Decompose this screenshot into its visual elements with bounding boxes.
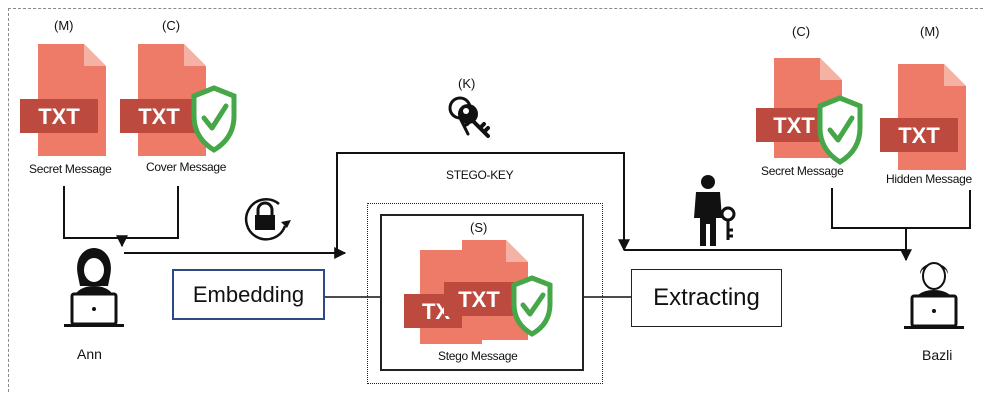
lock-rotate-icon [244,198,291,241]
right-secret-line [831,188,907,250]
file-text: TXT [458,287,500,312]
woman-laptop-icon [64,248,124,327]
cover-message-left-tag: (C) [162,18,181,33]
stego-message-label: Stego Message [438,349,518,363]
right-hidden-line [906,190,971,229]
to-receiver-arrow [624,249,912,262]
file-text: TXT [38,104,80,129]
file-text: TXT [138,104,180,129]
person-with-key-icon [694,175,736,246]
stego-outer-box [367,203,603,384]
extracting-process: Extracting [631,269,782,327]
secret-message-right-tag: (C) [792,24,811,39]
embedding-process: Embedding [172,269,325,320]
stego-key-line [336,152,630,253]
txt-file-icon: TXT [20,44,106,156]
txt-file-icon: TXT [444,240,528,340]
file-text: TXT [773,113,815,138]
keys-icon [448,96,490,138]
shield-check-icon [191,85,237,153]
txt-file-icon: TXT [880,64,966,170]
hidden-message-right-label: Hidden Message [886,172,972,186]
hidden-message-right-tag: (M) [920,24,940,39]
stego-key-label: STEGO-KEY [446,168,514,182]
secret-message-left-tag: (M) [54,18,74,33]
stego-tag: (S) [470,220,488,235]
stego-inner-box [380,214,584,371]
receiver-name: Bazli [922,347,953,363]
shield-check-icon [817,95,863,165]
stego-key-tag: (K) [458,76,476,91]
sender-name: Ann [77,346,102,362]
txt-file-icon: TXT [120,44,237,156]
cover-message-left-label: Cover Message [146,160,227,174]
secret-message-right-label: Secret Message [761,164,844,178]
cover-to-merge-line [122,186,179,239]
txt-file-icon: TXT [756,58,863,165]
shield-check-icon [511,275,553,337]
extracting-label: Extracting [653,284,760,311]
embedding-label: Embedding [192,281,305,307]
secret-message-left-label: Secret Message [29,162,112,176]
file-text: TXT [898,123,940,148]
secret-to-merge-line [63,186,128,248]
diagram-frame [8,8,983,392]
man-laptop-icon [904,262,964,329]
stego-files-icon: TX TXT [404,240,553,344]
